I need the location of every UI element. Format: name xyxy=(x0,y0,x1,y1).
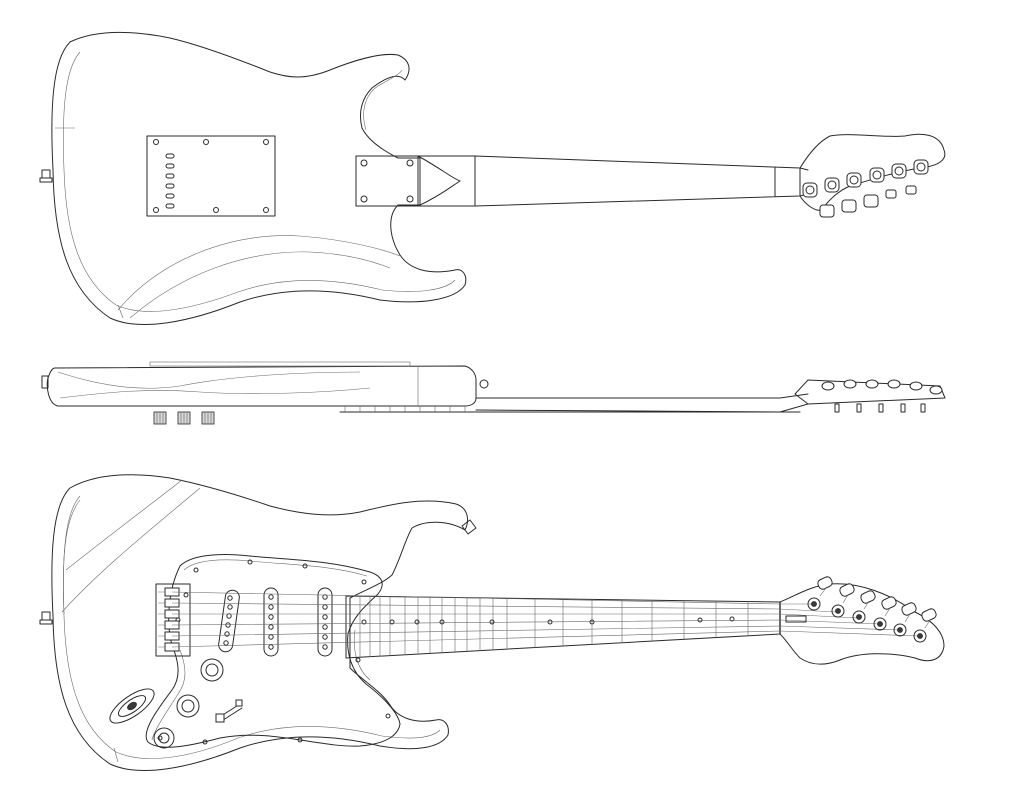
side-body-contour xyxy=(57,366,419,406)
fret-markers xyxy=(361,616,735,625)
front-view xyxy=(39,474,945,772)
pickup-neck xyxy=(317,587,333,657)
side-jack xyxy=(479,379,489,389)
back-neck-outline xyxy=(417,155,809,207)
output-jack xyxy=(109,688,155,724)
back-belly-contour xyxy=(117,235,401,319)
side-bridge-profile xyxy=(149,361,411,367)
bridge xyxy=(155,583,191,657)
pickguard xyxy=(145,553,401,748)
string-tree xyxy=(785,615,807,623)
pickup-selector-switch xyxy=(215,699,243,723)
back-view xyxy=(39,31,946,326)
string-ferrule-slots xyxy=(165,153,175,209)
side-view xyxy=(41,361,946,425)
front-tuner-posts xyxy=(807,597,927,643)
side-control-knobs xyxy=(153,411,215,425)
neck-plate-screws xyxy=(360,159,414,203)
side-fret-ticks xyxy=(344,406,466,412)
front-arm-contour xyxy=(61,479,201,763)
tremolo-cover-plate xyxy=(146,135,276,217)
side-tuners xyxy=(821,379,943,413)
back-body-outline xyxy=(51,31,467,326)
front-body-outline xyxy=(51,474,469,772)
tremolo-cover-screws xyxy=(153,139,269,213)
front-headstock-outline xyxy=(779,583,945,665)
front-tuner-keys xyxy=(817,576,937,629)
control-knobs xyxy=(153,658,224,749)
pickguard-screws xyxy=(157,559,391,745)
side-headstock-profile xyxy=(794,379,946,405)
pickup-bridge xyxy=(218,589,240,653)
side-strap-button xyxy=(41,375,49,389)
side-neck-profile xyxy=(339,393,809,413)
back-strap-button xyxy=(39,169,53,183)
back-tuner-keys xyxy=(802,159,929,218)
side-body-outline xyxy=(46,365,477,407)
back-body-bevel xyxy=(55,51,456,319)
front-body-bevel xyxy=(63,495,441,759)
pickguard-inner-edge xyxy=(151,559,371,741)
pickup-middle xyxy=(263,587,279,657)
strings xyxy=(171,591,921,648)
front-strap-buttons xyxy=(39,519,477,625)
neck-plate xyxy=(355,155,419,207)
